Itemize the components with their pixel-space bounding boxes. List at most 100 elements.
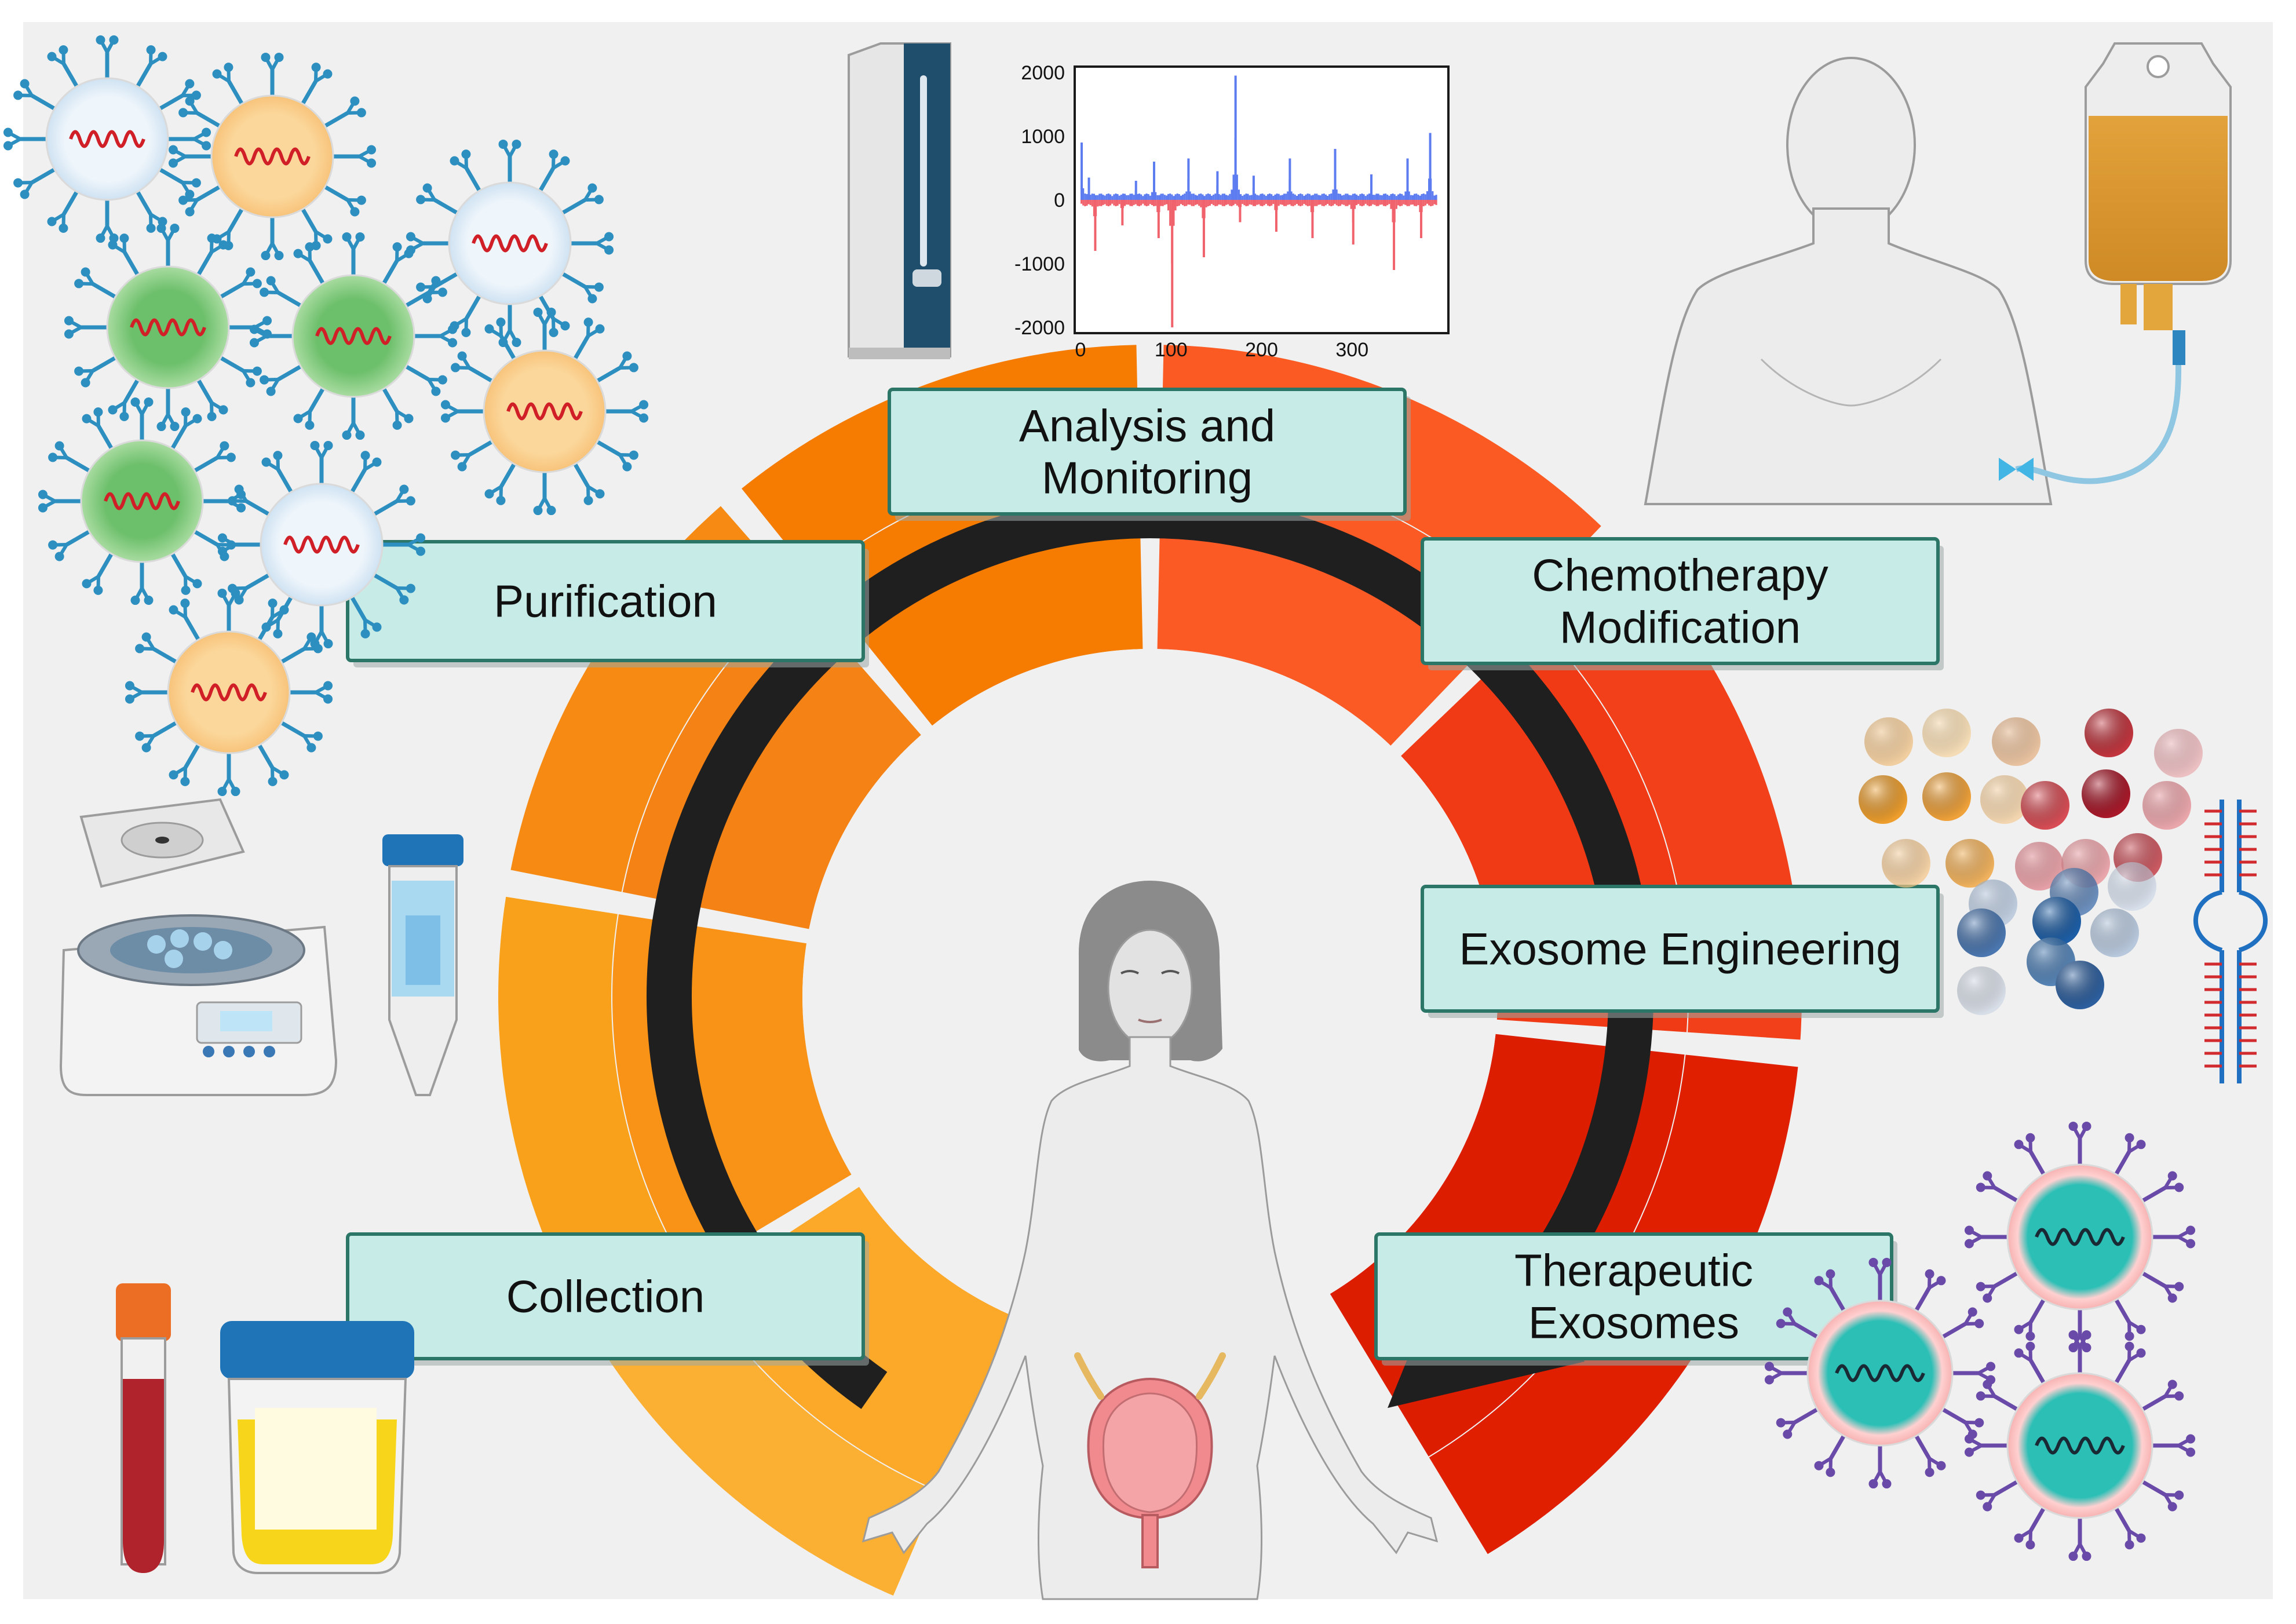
spectrum-bar bbox=[1129, 194, 1131, 200]
spectrum-bar bbox=[1151, 192, 1153, 200]
spectrum-bar bbox=[1300, 200, 1302, 206]
spectrum-bar bbox=[1288, 200, 1291, 205]
spectrum-bar bbox=[1133, 195, 1135, 200]
spectrum-bar bbox=[1167, 194, 1170, 200]
spectrum-bar bbox=[1116, 200, 1119, 206]
spectrum-bar bbox=[1247, 194, 1249, 200]
spectrum-bar bbox=[1176, 200, 1178, 206]
spectrum-bar bbox=[1283, 200, 1286, 206]
spectrum-bar bbox=[1395, 200, 1397, 209]
spectrum-bar bbox=[1098, 200, 1101, 206]
spectrum-bar bbox=[1294, 194, 1296, 200]
spectrum-bar bbox=[1124, 194, 1126, 200]
spectrum-bar bbox=[1390, 194, 1392, 200]
y-tick-label: -2000 bbox=[1014, 317, 1065, 339]
spectrum-bar bbox=[1192, 194, 1195, 200]
spectrum-bar bbox=[1107, 194, 1109, 200]
spectrum-bar bbox=[1283, 194, 1286, 200]
spectrum-bar bbox=[1392, 194, 1394, 200]
spectrum-bar bbox=[1356, 200, 1358, 206]
spectrum-bar bbox=[1298, 194, 1300, 200]
spectrum-bar bbox=[1214, 200, 1217, 206]
spectrum-bar bbox=[1319, 195, 1322, 200]
spectrum-bar bbox=[1374, 195, 1376, 200]
spectrum-bar bbox=[1145, 194, 1148, 200]
spectrum-bar bbox=[1375, 200, 1378, 206]
spectrum-bar bbox=[1306, 194, 1309, 200]
exosome-icon bbox=[64, 223, 272, 432]
spectrum-bar bbox=[1332, 200, 1334, 206]
spectrum-bar bbox=[1363, 200, 1365, 206]
spectrum-bar bbox=[1258, 200, 1260, 205]
spectrum-bar bbox=[1180, 200, 1182, 205]
spectrum-bar bbox=[1160, 194, 1162, 200]
spectrum-bar bbox=[1111, 196, 1114, 200]
spectrum-bar bbox=[1084, 200, 1086, 206]
spectrum-bar bbox=[1385, 200, 1387, 206]
spectrum-bar bbox=[1160, 200, 1162, 206]
spectrum-bar bbox=[1353, 194, 1356, 200]
spectrum-bar bbox=[1428, 200, 1430, 206]
spectrum-bar bbox=[1269, 194, 1271, 200]
stage-card-box bbox=[346, 540, 865, 662]
spectrum-bar bbox=[1207, 200, 1209, 206]
spectrum-bar bbox=[1263, 194, 1265, 200]
spectrum-bar bbox=[1292, 194, 1294, 200]
spectrum-bar bbox=[1390, 200, 1392, 209]
spectrum-bar bbox=[1312, 195, 1315, 200]
spectrum-bar bbox=[1359, 194, 1361, 200]
spectrum-bar bbox=[1127, 195, 1130, 200]
spectrum-bar bbox=[1232, 200, 1235, 206]
spectrum-bar bbox=[1397, 194, 1399, 200]
spectrum-bar bbox=[1361, 194, 1363, 200]
spectrum-bar bbox=[1231, 189, 1233, 200]
spectrum-bar bbox=[1277, 200, 1280, 206]
spectrum-bar bbox=[1165, 200, 1167, 205]
spectrum-bar bbox=[1254, 194, 1257, 200]
x-tick-label: 300 bbox=[1335, 339, 1368, 361]
spectrum-bar bbox=[1089, 195, 1092, 200]
stage-card-box bbox=[888, 388, 1407, 516]
spectrum-bar bbox=[1337, 200, 1339, 206]
spectrum-bar bbox=[1155, 200, 1157, 206]
spectrum-bar bbox=[1330, 200, 1333, 206]
spectrum-bar bbox=[1432, 200, 1434, 206]
exosome-icon bbox=[440, 307, 649, 516]
spectrum-bar bbox=[1346, 200, 1349, 206]
spectrum-bar bbox=[1227, 195, 1229, 200]
spectrum-bar bbox=[1330, 194, 1333, 200]
stage-label: Exosome Engineering bbox=[1459, 924, 1901, 975]
conical-tube-icon bbox=[382, 834, 463, 1096]
spectrum-bar bbox=[1104, 200, 1106, 205]
spectrum-peak bbox=[1406, 158, 1409, 200]
spectrum-bar bbox=[1252, 200, 1254, 206]
spectrum-bar bbox=[1250, 200, 1253, 205]
spectrum-bar bbox=[1361, 200, 1363, 206]
spectrum-bar bbox=[1386, 194, 1389, 200]
spectrum-bar bbox=[1169, 200, 1171, 226]
spectrum-bar bbox=[1122, 194, 1124, 200]
spectrum-peak bbox=[1252, 176, 1255, 200]
spectrum-bar bbox=[1433, 195, 1436, 200]
spectrum-bar bbox=[1350, 195, 1352, 200]
spectrum-bar bbox=[1385, 194, 1387, 200]
spectrum-bar bbox=[1086, 194, 1088, 200]
spectrum-bar bbox=[1269, 200, 1271, 206]
spectrum-bar bbox=[1424, 194, 1426, 200]
spectrum-bar bbox=[1324, 194, 1327, 200]
spectrum-peak bbox=[1087, 177, 1090, 200]
y-tick-label: 2000 bbox=[1021, 62, 1065, 84]
spectrum-bar bbox=[1414, 194, 1416, 200]
spectrum-bar bbox=[1323, 200, 1325, 206]
drug-molecules-icon bbox=[1859, 709, 2203, 1015]
spectrum-bar bbox=[1272, 200, 1275, 205]
spectrum-bar bbox=[1422, 194, 1425, 200]
spectrum-bar bbox=[1266, 200, 1269, 206]
spectrum-bar bbox=[1184, 194, 1186, 200]
spectrum-bar bbox=[1247, 200, 1249, 206]
spectrum-bar bbox=[1375, 194, 1378, 200]
spectrum-bar bbox=[1314, 194, 1316, 200]
spectrum-bar bbox=[1225, 200, 1228, 205]
spectrum-bar bbox=[1196, 200, 1199, 205]
spectrum-bar bbox=[1082, 200, 1085, 206]
